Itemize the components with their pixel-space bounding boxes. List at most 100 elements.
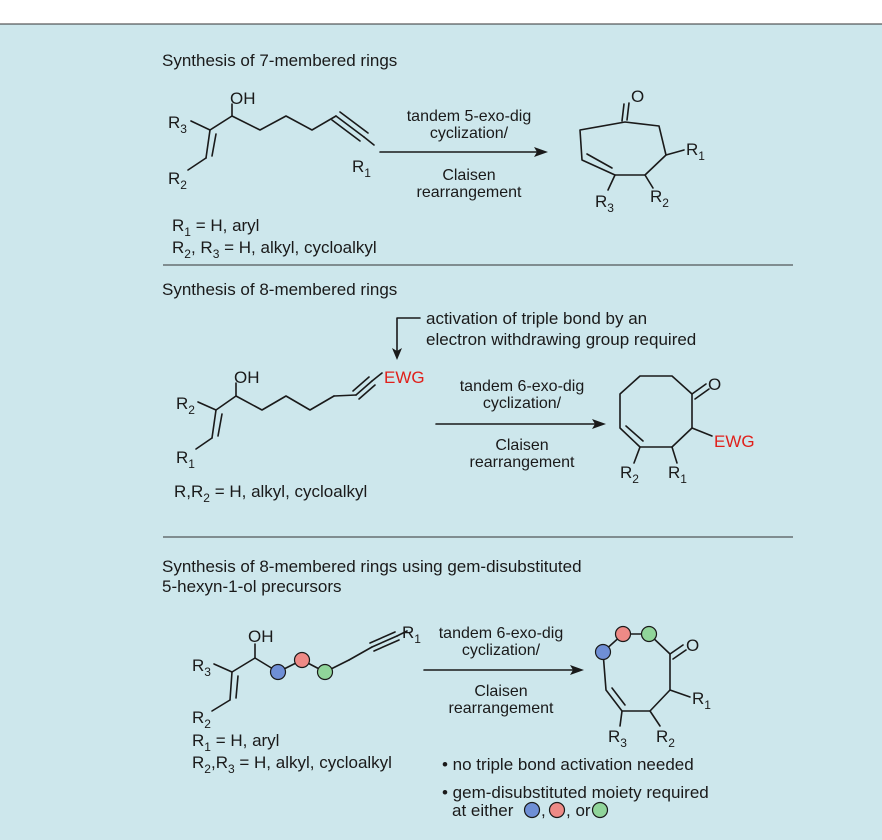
section-gem-disubstituted: Synthesis of 8-membered rings using gem-… xyxy=(162,557,711,820)
s3-condition-1: R1 = H, aryl xyxy=(192,731,279,754)
s2-triple-b xyxy=(352,376,370,392)
s3-arrow-group: tandem 6-exo-dig cyclization/ Claisen re… xyxy=(423,625,584,717)
s1-r2-bond xyxy=(644,174,654,189)
s2-note-1: activation of triple bond by an xyxy=(426,309,647,328)
s2-prod-r1-label: R1 xyxy=(668,463,687,486)
s1-prod-r3-label: R3 xyxy=(595,192,614,215)
s1-alkene-2 xyxy=(211,133,217,157)
s2-note-arrowhead xyxy=(392,348,402,360)
s3-r3-bond xyxy=(619,710,623,727)
s3-r2-bond xyxy=(211,699,231,712)
s3-triple-c xyxy=(373,639,400,652)
s3-oh-label: OH xyxy=(248,627,274,646)
s3-condition-2: R2,R3 = H, alkyl, cycloalkyl xyxy=(192,753,392,776)
s3-prod-green-node xyxy=(640,625,658,643)
s3-r1-label: R1 xyxy=(402,623,421,646)
s2-arrow-bottom-1: Claisen xyxy=(495,437,548,454)
s3-prod-r2-label: R2 xyxy=(656,727,675,750)
s2-chain xyxy=(215,395,335,411)
s2-o-label: O xyxy=(708,375,721,394)
legend-red-node xyxy=(548,801,566,819)
s3-carbonyl-a xyxy=(669,644,684,655)
s1-alkene xyxy=(205,129,211,159)
legend-blue-node xyxy=(523,801,541,819)
s2-r1-bond xyxy=(195,437,213,450)
s3-r3-bond xyxy=(213,663,233,673)
section-1-title: Synthesis of 7-membered rings xyxy=(162,51,397,70)
section-3-title-2: 5-hexyn-1-ol precursors xyxy=(162,577,342,596)
s1-alkyne-end xyxy=(363,136,375,146)
s3-arrow-bottom-1: Claisen xyxy=(474,683,527,700)
panel-background xyxy=(0,24,882,840)
s2-arrow-top-1: tandem 6-exo-dig xyxy=(460,378,585,395)
s3-bullet-1: • no triple bond activation needed xyxy=(442,755,694,774)
s3-prod-r3-label: R3 xyxy=(608,727,627,750)
s3-r3-label: R3 xyxy=(192,656,211,679)
s2-condition-1: R,R2 = H, alkyl, cycloalkyl xyxy=(174,482,367,505)
legend-green-node xyxy=(591,801,609,819)
s3-alkene xyxy=(229,671,233,701)
s1-ring-alkene xyxy=(586,153,613,169)
s2-prod-ewg-label: EWG xyxy=(714,432,755,451)
s3-arrowhead xyxy=(570,665,584,675)
s2-arrow-top-2: cyclization/ xyxy=(483,395,562,412)
s3-prod-blue-node xyxy=(594,643,612,661)
s3-chain-end xyxy=(348,646,373,661)
s2-r2-bond xyxy=(633,446,641,464)
s1-r3-bond xyxy=(607,174,616,191)
s1-o-label: O xyxy=(631,87,644,106)
s2-r1-label: R1 xyxy=(176,448,195,471)
s3-r2-label: R2 xyxy=(192,708,211,731)
s3-bullet-2: • gem-disubstituted moiety required xyxy=(442,783,709,802)
section-eight-membered: Synthesis of 8-membered rings activation… xyxy=(162,280,755,505)
s1-r2-bond xyxy=(187,157,207,171)
s1-r1-bond xyxy=(665,149,685,156)
s1-condition-1: R1 = H, aryl xyxy=(172,216,259,239)
s3-bullet-3-prefix: at either xyxy=(452,801,514,820)
s1-arrow-bottom-1: Claisen xyxy=(442,167,495,184)
s1-chain xyxy=(209,115,337,131)
s1-prod-r1-label: R1 xyxy=(686,140,705,163)
s1-seven-ring xyxy=(579,121,667,176)
s1-r2-label: R2 xyxy=(168,169,187,192)
s3-prod-red-node xyxy=(614,625,632,643)
s2-triple-a xyxy=(355,380,373,396)
s1-carbonyl-b xyxy=(621,103,625,122)
s1-carbonyl-a xyxy=(626,102,630,121)
s3-alkyne-end xyxy=(396,630,408,637)
s3-product: O R1 R3 R2 xyxy=(594,625,711,750)
s3-red-node xyxy=(293,651,311,669)
s3-carbonyl-b xyxy=(672,649,687,660)
s1-r1-label: R1 xyxy=(352,157,371,180)
s3-bullet-3-or: , or xyxy=(566,801,591,820)
s2-starting-material: OH EWG R2 R1 xyxy=(176,368,425,471)
s2-arrow-bottom-2: rearrangement xyxy=(470,454,576,471)
s2-alkene-2 xyxy=(217,413,223,437)
s3-r2-bond xyxy=(649,710,661,727)
section-2-title: Synthesis of 8-membered rings xyxy=(162,280,397,299)
s2-r2-label: R2 xyxy=(176,394,195,417)
s3-r1-bond xyxy=(669,689,691,698)
s3-blue-node xyxy=(269,663,287,681)
s1-prod-r2-label: R2 xyxy=(650,187,669,210)
s2-prod-r2-label: R2 xyxy=(620,463,639,486)
s1-arrow-group: tandem 5-exo-dig cyclization/ Claisen re… xyxy=(379,108,548,201)
s2-note-2: electron withdrawing group required xyxy=(426,330,696,349)
s1-triple-bond-a xyxy=(335,115,365,138)
s2-ewg-label: EWG xyxy=(384,368,425,387)
s2-chain-end xyxy=(333,394,357,397)
s3-green-node xyxy=(316,663,334,681)
s2-triple-c xyxy=(358,384,376,400)
s2-r1-bond xyxy=(671,446,678,464)
s2-oh-label: OH xyxy=(234,368,260,387)
s1-arrow-top-1: tandem 5-exo-dig xyxy=(407,108,532,125)
s3-ring-alkene xyxy=(611,687,626,706)
s2-carbonyl-a xyxy=(691,383,707,395)
s2-carbonyl-b xyxy=(694,388,710,400)
s3-arrow-top-1: tandem 6-exo-dig xyxy=(439,625,564,642)
s2-alkyne-end xyxy=(371,372,383,382)
s2-note-pointer xyxy=(396,317,421,353)
s3-prod-r1-label: R1 xyxy=(692,689,711,712)
s1-r3-label: R3 xyxy=(168,113,187,136)
